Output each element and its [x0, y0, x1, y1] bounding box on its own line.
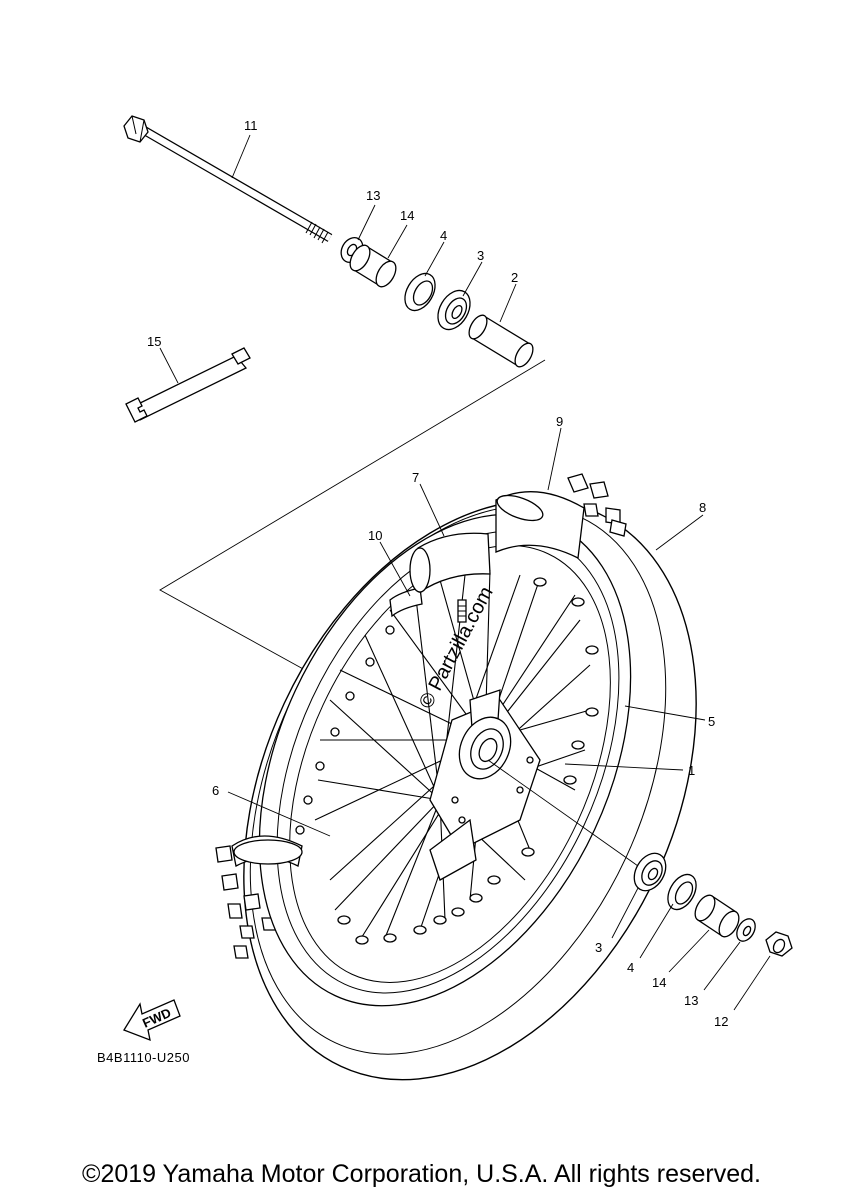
- assembly-guide-line: [159, 359, 546, 671]
- band-loop-lower: [231, 835, 303, 867]
- rim-band: [389, 587, 423, 618]
- rim-tape: [495, 491, 585, 559]
- callout-14-upper: 14: [400, 208, 414, 223]
- callout-10: 10: [368, 528, 382, 543]
- collar-14-lower: [694, 894, 740, 938]
- nipple-wrench: [125, 347, 251, 423]
- callout-15: 15: [147, 334, 161, 349]
- diagram-code: B4B1110-U250: [97, 1050, 190, 1065]
- callout-labels: 1 2 3 3 4 4 5 6 7 8 9 10 11 12 13 13 14 …: [147, 118, 728, 1029]
- callout-8: 8: [699, 500, 706, 515]
- callout-3-upper: 3: [477, 248, 484, 263]
- hub: [429, 689, 541, 881]
- callout-5: 5: [708, 714, 715, 729]
- copyright-notice: ©2019 Yamaha Motor Corporation, U.S.A. A…: [82, 1160, 761, 1188]
- collar-14-upper: [349, 244, 397, 288]
- callout-4-upper: 4: [440, 228, 447, 243]
- leader-lines: [159, 134, 771, 1011]
- spacer-2: [468, 314, 534, 368]
- callout-3-lower: 3: [595, 940, 602, 955]
- collar-13-lower: [736, 918, 756, 942]
- rim-holes: [290, 625, 395, 865]
- valve-stem: [457, 599, 467, 623]
- wheel-assembly: © Partzilla.com: [215, 473, 697, 1081]
- callout-13-lower: 13: [684, 993, 698, 1008]
- axle-nut: [765, 931, 793, 957]
- callout-6: 6: [212, 783, 219, 798]
- callout-1: 1: [688, 763, 695, 778]
- fwd-arrow-icon: FWD: [123, 999, 181, 1042]
- tube: [409, 532, 491, 594]
- oil-seal-4-lower: [667, 873, 697, 911]
- callout-7: 7: [412, 470, 419, 485]
- oil-seal-4-upper: [404, 272, 436, 312]
- callout-9: 9: [556, 414, 563, 429]
- callout-12: 12: [714, 1014, 728, 1029]
- bearing-3-upper: [437, 289, 471, 331]
- callout-4-lower: 4: [627, 960, 634, 975]
- front-axle: [123, 115, 333, 244]
- callout-13-upper: 13: [366, 188, 380, 203]
- spoke-nipples: [337, 577, 599, 945]
- callout-14-lower: 14: [652, 975, 666, 990]
- callout-2: 2: [511, 270, 518, 285]
- bearing-3-lower: [633, 852, 667, 892]
- callout-11: 11: [244, 118, 258, 133]
